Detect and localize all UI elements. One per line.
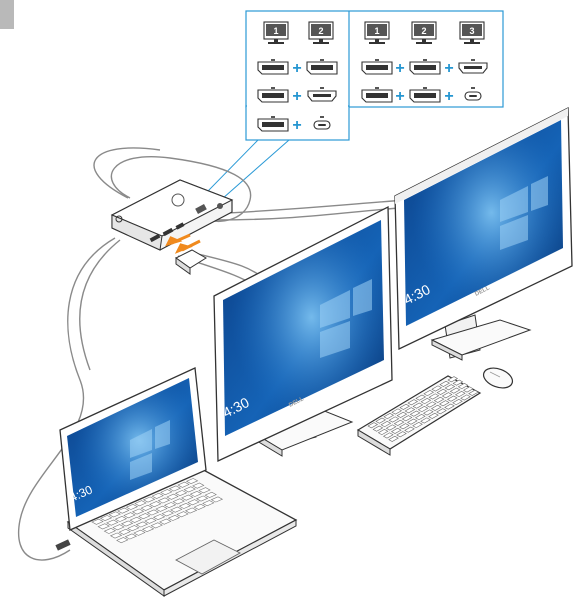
windows-logo-icon: [500, 176, 548, 250]
monitor-number-icon: 1: [364, 21, 390, 44]
monitor-number-icon: 3: [459, 21, 485, 44]
monitor-number-icon: 2: [308, 21, 334, 44]
displayport-port-icon: [257, 59, 289, 75]
orange-connection-arrows: [165, 233, 201, 254]
monitor-number-icon: 2: [411, 21, 437, 44]
plus-sign: +: [292, 60, 301, 77]
hdmi-port-icon: [458, 59, 488, 74]
monitor-left: 4:30 DELL: [213, 205, 393, 463]
docking-station: [110, 179, 234, 251]
hdmi-port-icon: [307, 87, 337, 102]
monitor-number-icon: 1: [263, 21, 289, 44]
touchpad: [175, 539, 241, 575]
corner-page-tab: [0, 0, 14, 29]
plus-sign: +: [395, 60, 404, 77]
configuration-panel: 1 2 1 2 3 + + + + + + +: [245, 10, 504, 141]
plus-sign: +: [444, 60, 453, 77]
monitor-number: 2: [318, 26, 323, 36]
displayport-port-icon: [361, 59, 393, 75]
monitor-number: 2: [421, 26, 426, 36]
displayport-port-icon: [361, 87, 393, 103]
monitor-number: 3: [469, 26, 474, 36]
monitor-number: 1: [374, 26, 379, 36]
plus-sign: +: [444, 88, 453, 105]
displayport-port-icon: [306, 59, 338, 75]
windows-logo-icon: [130, 420, 170, 480]
usb-c-port-icon: [313, 116, 331, 130]
plus-sign: +: [292, 88, 301, 105]
mouse: [482, 367, 514, 389]
windows-logo-icon: [320, 279, 372, 358]
monitor-right: 4:30 DELL: [394, 106, 573, 361]
cable-plug: [175, 249, 207, 275]
displayport-port-icon: [257, 87, 289, 103]
dell-logo-icon: [171, 193, 185, 207]
plus-sign: +: [395, 88, 404, 105]
displayport-port-icon: [409, 87, 441, 103]
usb-c-port-icon: [464, 87, 482, 101]
displayport-port-icon: [257, 116, 289, 132]
plus-sign: +: [292, 117, 301, 134]
keyboard: [356, 375, 482, 456]
displayport-port-icon: [409, 59, 441, 75]
laptop: 4:30: [55, 367, 298, 597]
monitor-number: 1: [273, 26, 278, 36]
cables: [17, 147, 406, 561]
